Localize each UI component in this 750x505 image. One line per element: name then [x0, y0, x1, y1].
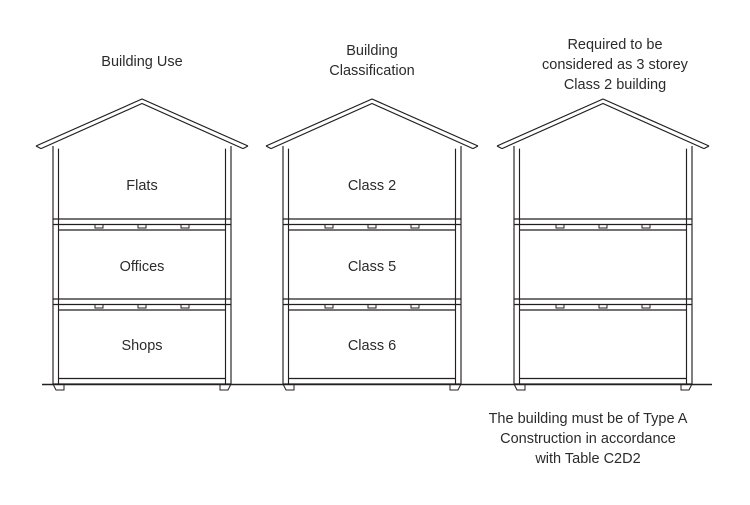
- header-line: Class 2 building: [564, 77, 666, 93]
- floor-slab: [53, 298, 231, 311]
- header-line: Classification: [329, 63, 414, 79]
- roof-icon: [496, 98, 710, 150]
- floor-slab: [514, 218, 692, 231]
- column-header-building-use: Building Use: [101, 54, 182, 70]
- column-header-building-classification: Building Classification: [329, 43, 414, 79]
- caption-line: The building must be of Type A: [489, 411, 688, 427]
- floor-label-top: Flats: [126, 178, 157, 194]
- floor-slab: [514, 298, 692, 311]
- header-line: Building Use: [101, 54, 182, 70]
- footing: [282, 383, 462, 391]
- floor-label-middle: Offices: [120, 259, 165, 275]
- building-section-building-use: Flats Offices Shops: [35, 98, 249, 391]
- base-slab: [514, 377, 692, 385]
- building-section-building-classification: Class 2 Class 5 Class 6: [265, 98, 479, 391]
- header-line: Building: [346, 43, 398, 59]
- construction-type-caption: The building must be of Type A Construct…: [489, 411, 688, 467]
- header-line: considered as 3 storey: [542, 57, 689, 73]
- floor-slab: [283, 218, 461, 231]
- floor-slab: [53, 218, 231, 231]
- footing: [52, 383, 232, 391]
- column-header-required-treatment: Required to be considered as 3 storey Cl…: [542, 37, 689, 93]
- caption-line: Construction in accordance: [500, 431, 676, 447]
- roof-icon: [35, 98, 249, 150]
- header-line: Required to be: [567, 37, 662, 53]
- base-slab: [283, 377, 461, 385]
- floor-slab: [283, 298, 461, 311]
- floor-label-bottom: Class 6: [348, 338, 396, 354]
- building-section-required-treatment: [496, 98, 710, 391]
- caption-line: with Table C2D2: [534, 451, 640, 467]
- floor-label-bottom: Shops: [121, 338, 162, 354]
- base-slab: [53, 377, 231, 385]
- floor-label-top: Class 2: [348, 178, 396, 194]
- floor-label-middle: Class 5: [348, 259, 396, 275]
- footing: [513, 383, 693, 391]
- roof-icon: [265, 98, 479, 150]
